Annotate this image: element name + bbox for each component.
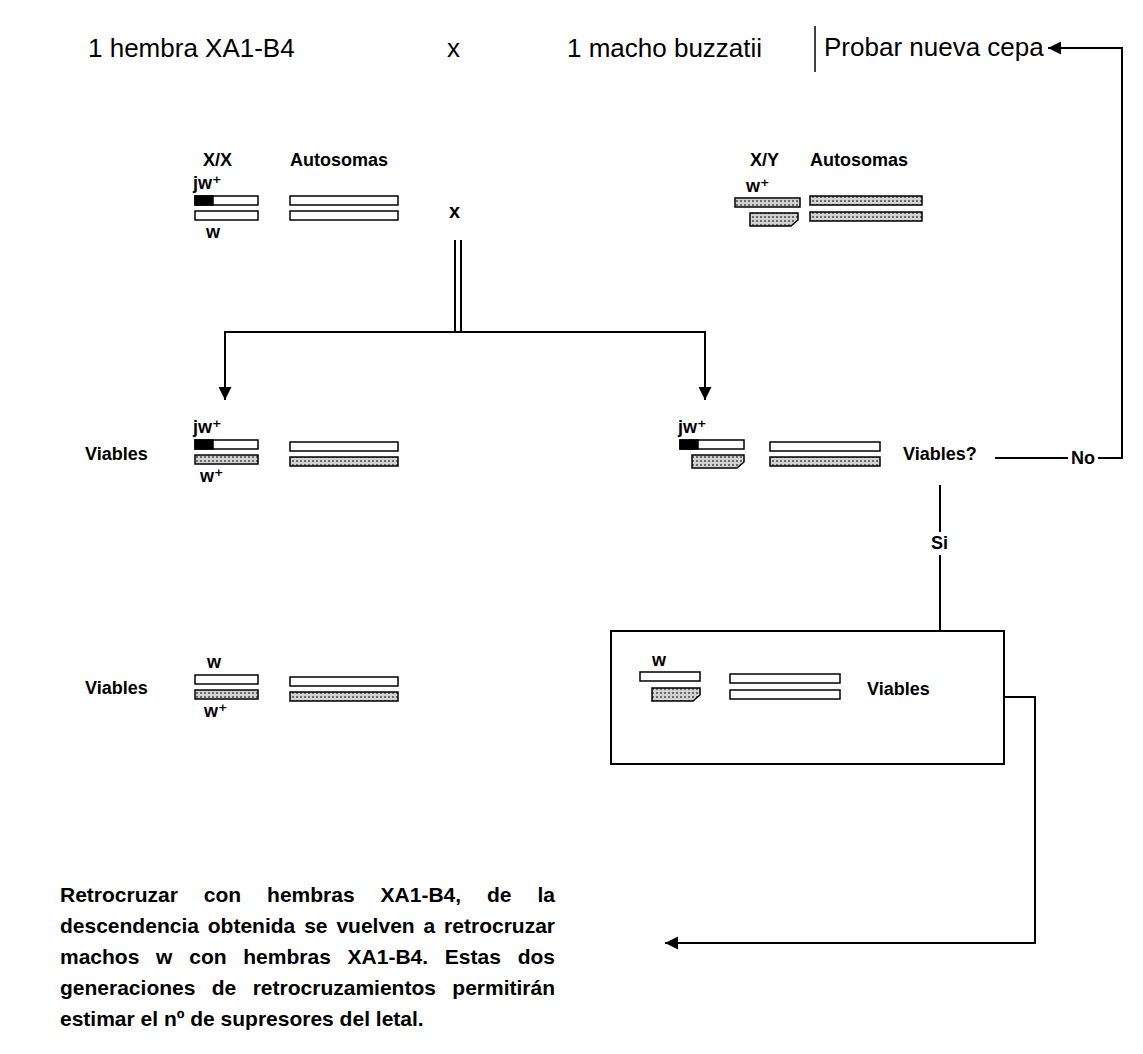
x-chromosome bbox=[195, 690, 258, 699]
selected-offspring-box: Viables bbox=[610, 630, 1005, 765]
flow-connector bbox=[225, 240, 455, 400]
genetic-label: w bbox=[652, 650, 666, 671]
double-line bbox=[460, 240, 462, 332]
autosome bbox=[290, 692, 398, 701]
y-chromosome bbox=[652, 688, 700, 701]
node-text: Viables bbox=[85, 444, 148, 465]
node-text: Viables bbox=[85, 678, 148, 699]
genetic-label: w bbox=[206, 222, 220, 243]
node-text: X/Y bbox=[750, 150, 779, 171]
autosome bbox=[290, 442, 398, 451]
inversion-block bbox=[195, 440, 213, 449]
offspring-group: Viables bbox=[75, 400, 410, 485]
genetic-label: w⁺ bbox=[200, 466, 224, 487]
node-text: Autosomas bbox=[290, 150, 388, 171]
y-chromosome bbox=[750, 213, 798, 226]
genetic-label: x bbox=[449, 200, 460, 223]
offspring-group: Viables? bbox=[670, 400, 995, 485]
genetic-label: w bbox=[207, 652, 221, 673]
edge-label: No bbox=[1068, 447, 1098, 470]
y-chromosome bbox=[692, 455, 744, 468]
genetic-label: 1 hembra XA1-B4 bbox=[88, 34, 295, 64]
autosome bbox=[810, 212, 922, 221]
node-text: Viables bbox=[867, 679, 930, 700]
autosome bbox=[730, 690, 840, 699]
x-chromosome bbox=[195, 675, 258, 684]
edge-label: Si bbox=[928, 532, 951, 555]
separator-line bbox=[814, 26, 816, 72]
genetic-label: w⁺ bbox=[746, 176, 770, 197]
autosome bbox=[290, 457, 398, 466]
autosome bbox=[730, 674, 840, 683]
target-text-node: Probar nueva cepa bbox=[820, 31, 1048, 65]
flow-connector bbox=[665, 697, 1035, 943]
flow-connector bbox=[995, 48, 1122, 458]
autosome bbox=[810, 196, 922, 205]
autosome bbox=[770, 442, 880, 451]
node-text: Viables? bbox=[903, 444, 977, 465]
offspring-group: Viables bbox=[75, 640, 410, 725]
genetic-label: jw⁺ bbox=[193, 173, 222, 194]
autosome bbox=[290, 196, 398, 205]
x-chromosome bbox=[195, 455, 258, 464]
x-chromosome bbox=[680, 440, 744, 449]
node-text: Autosomas bbox=[810, 150, 908, 171]
node-text: Retrocruzar con hembras XA1-B4, de la de… bbox=[60, 879, 555, 1034]
autosome bbox=[290, 211, 398, 220]
autosome bbox=[290, 677, 398, 686]
genetic-label: x bbox=[447, 34, 460, 64]
autosome bbox=[770, 457, 880, 466]
node-text: Probar nueva cepa bbox=[824, 33, 1044, 63]
x-chromosome bbox=[195, 196, 258, 205]
node-text: X/X bbox=[203, 150, 232, 171]
parents-group: X/X Autosomas X/Y Autosomas bbox=[185, 145, 935, 240]
genetic-label: jw⁺ bbox=[678, 417, 707, 438]
x-chromosome bbox=[195, 211, 258, 220]
x-chromosome bbox=[735, 198, 800, 207]
flow-connector bbox=[455, 240, 705, 400]
instruction-text-node: Retrocruzar con hembras XA1-B4, de la de… bbox=[55, 875, 665, 1038]
inversion-block bbox=[680, 440, 698, 449]
genetic-label: w⁺ bbox=[204, 701, 228, 722]
x-chromosome bbox=[640, 672, 700, 681]
flow-connector bbox=[939, 485, 941, 630]
genetic-label: 1 macho buzzatii bbox=[567, 34, 762, 64]
inversion-block bbox=[195, 196, 213, 205]
genetic-label: jw⁺ bbox=[193, 417, 222, 438]
x-chromosome bbox=[195, 440, 258, 449]
